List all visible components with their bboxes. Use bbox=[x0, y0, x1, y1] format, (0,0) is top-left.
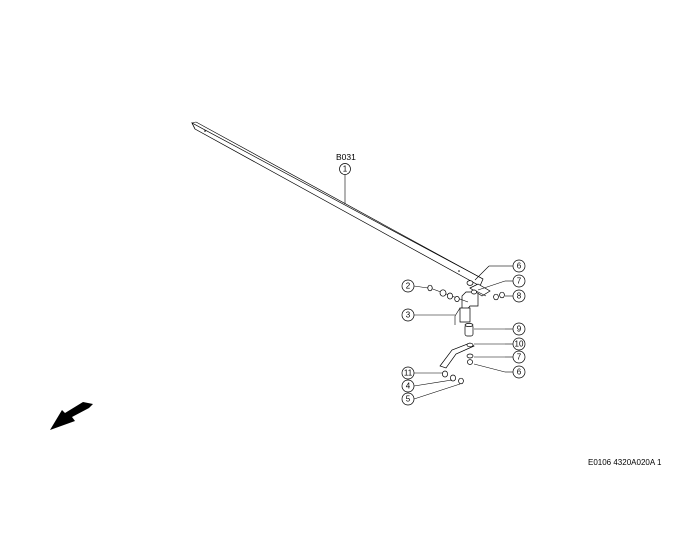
spacer bbox=[464, 323, 474, 337]
callout-3: 3 bbox=[401, 308, 415, 322]
svg-text:4: 4 bbox=[406, 382, 411, 391]
callout-1: 1 bbox=[339, 163, 351, 204]
leader-lines bbox=[413, 265, 506, 400]
svg-text:5: 5 bbox=[406, 395, 411, 404]
lower-arm bbox=[439, 342, 475, 369]
callout-9: 9 bbox=[505, 322, 526, 336]
callout-4: 4 bbox=[401, 379, 415, 393]
callout-2: 2 bbox=[401, 279, 415, 293]
svg-text:9: 9 bbox=[517, 325, 522, 334]
callout-11: 11 bbox=[401, 366, 415, 380]
svg-text:6: 6 bbox=[517, 262, 522, 271]
svg-text:7: 7 bbox=[517, 277, 522, 286]
group-label: B031 bbox=[336, 152, 356, 162]
svg-text:10: 10 bbox=[515, 340, 524, 349]
svg-text:7: 7 bbox=[517, 353, 522, 362]
svg-text:2: 2 bbox=[406, 282, 411, 291]
bar-tube bbox=[191, 121, 484, 287]
svg-text:8: 8 bbox=[517, 292, 522, 301]
callout-7-lower: 7 bbox=[505, 350, 526, 364]
svg-text:6: 6 bbox=[517, 368, 522, 377]
callout-6-upper: 6 bbox=[505, 259, 526, 273]
callout-7-upper: 7 bbox=[505, 274, 526, 288]
hardware-left bbox=[427, 284, 469, 303]
upper-bracket bbox=[454, 283, 491, 325]
svg-text:11: 11 bbox=[404, 369, 413, 378]
callout-10: 10 bbox=[505, 337, 526, 351]
svg-text:3: 3 bbox=[406, 311, 411, 320]
callout-8: 8 bbox=[505, 289, 526, 303]
reference-code: E0106 4320A020A 1 bbox=[588, 458, 662, 467]
svg-text:1: 1 bbox=[343, 165, 348, 174]
callout-6-lower: 6 bbox=[505, 365, 526, 379]
hardware-lower bbox=[442, 370, 464, 385]
callout-5: 5 bbox=[401, 392, 415, 406]
direction-arrow-icon bbox=[50, 402, 93, 430]
hardware-right bbox=[466, 280, 505, 301]
